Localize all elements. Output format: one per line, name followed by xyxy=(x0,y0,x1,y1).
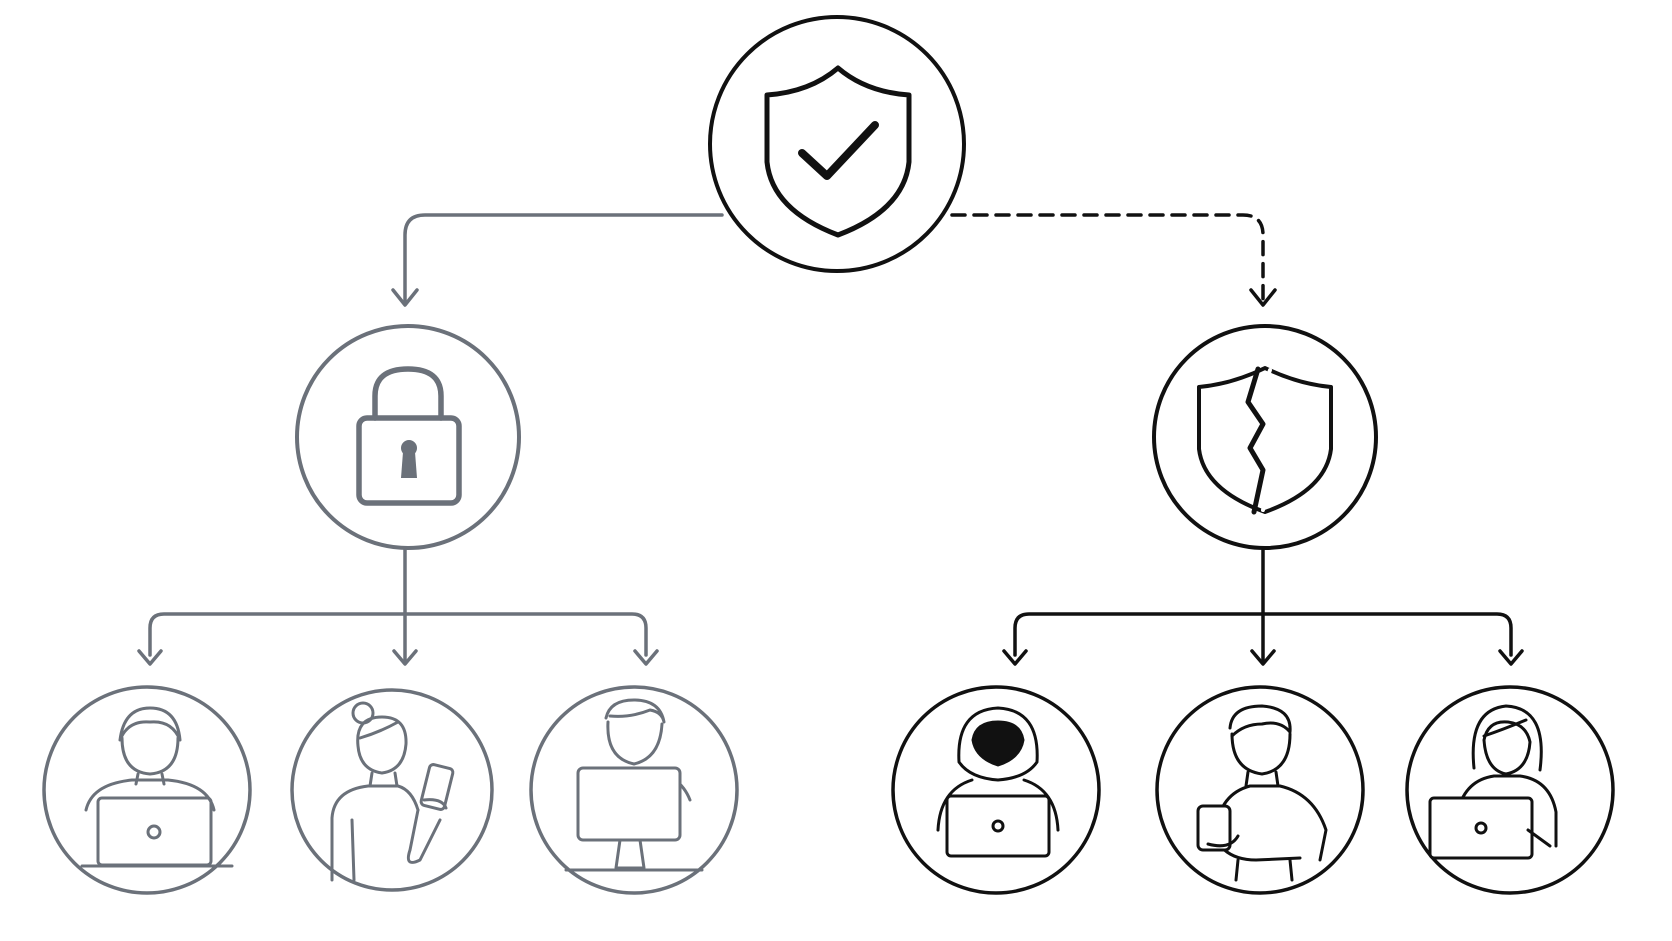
compromised-user-node-2 xyxy=(1155,685,1365,895)
connector-compromised-to-users xyxy=(1002,546,1524,666)
secure-user-node-2 xyxy=(290,688,494,892)
root-node xyxy=(708,15,966,273)
shield-check-icon xyxy=(764,65,912,238)
person-laptop-icon xyxy=(80,706,234,868)
connector-root-to-compromised xyxy=(950,213,1277,307)
connector-root-to-secure xyxy=(391,213,724,307)
secure-user-node-3 xyxy=(529,685,739,895)
compromised-user-node-3 xyxy=(1405,685,1615,895)
person-laptop-icon xyxy=(1428,704,1558,860)
connector-secure-to-users xyxy=(137,546,659,666)
padlock-icon xyxy=(356,366,462,506)
person-phone-icon xyxy=(330,701,455,882)
hooded-hacker-laptop-icon xyxy=(936,706,1060,858)
secure-branch-node xyxy=(295,324,521,550)
compromised-branch-node xyxy=(1152,324,1378,550)
person-phone-icon xyxy=(1196,704,1328,882)
secure-user-node-1 xyxy=(42,685,252,895)
person-desktop-icon xyxy=(564,698,704,872)
broken-shield-icon xyxy=(1197,366,1333,515)
compromised-user-node-1 xyxy=(891,685,1101,895)
